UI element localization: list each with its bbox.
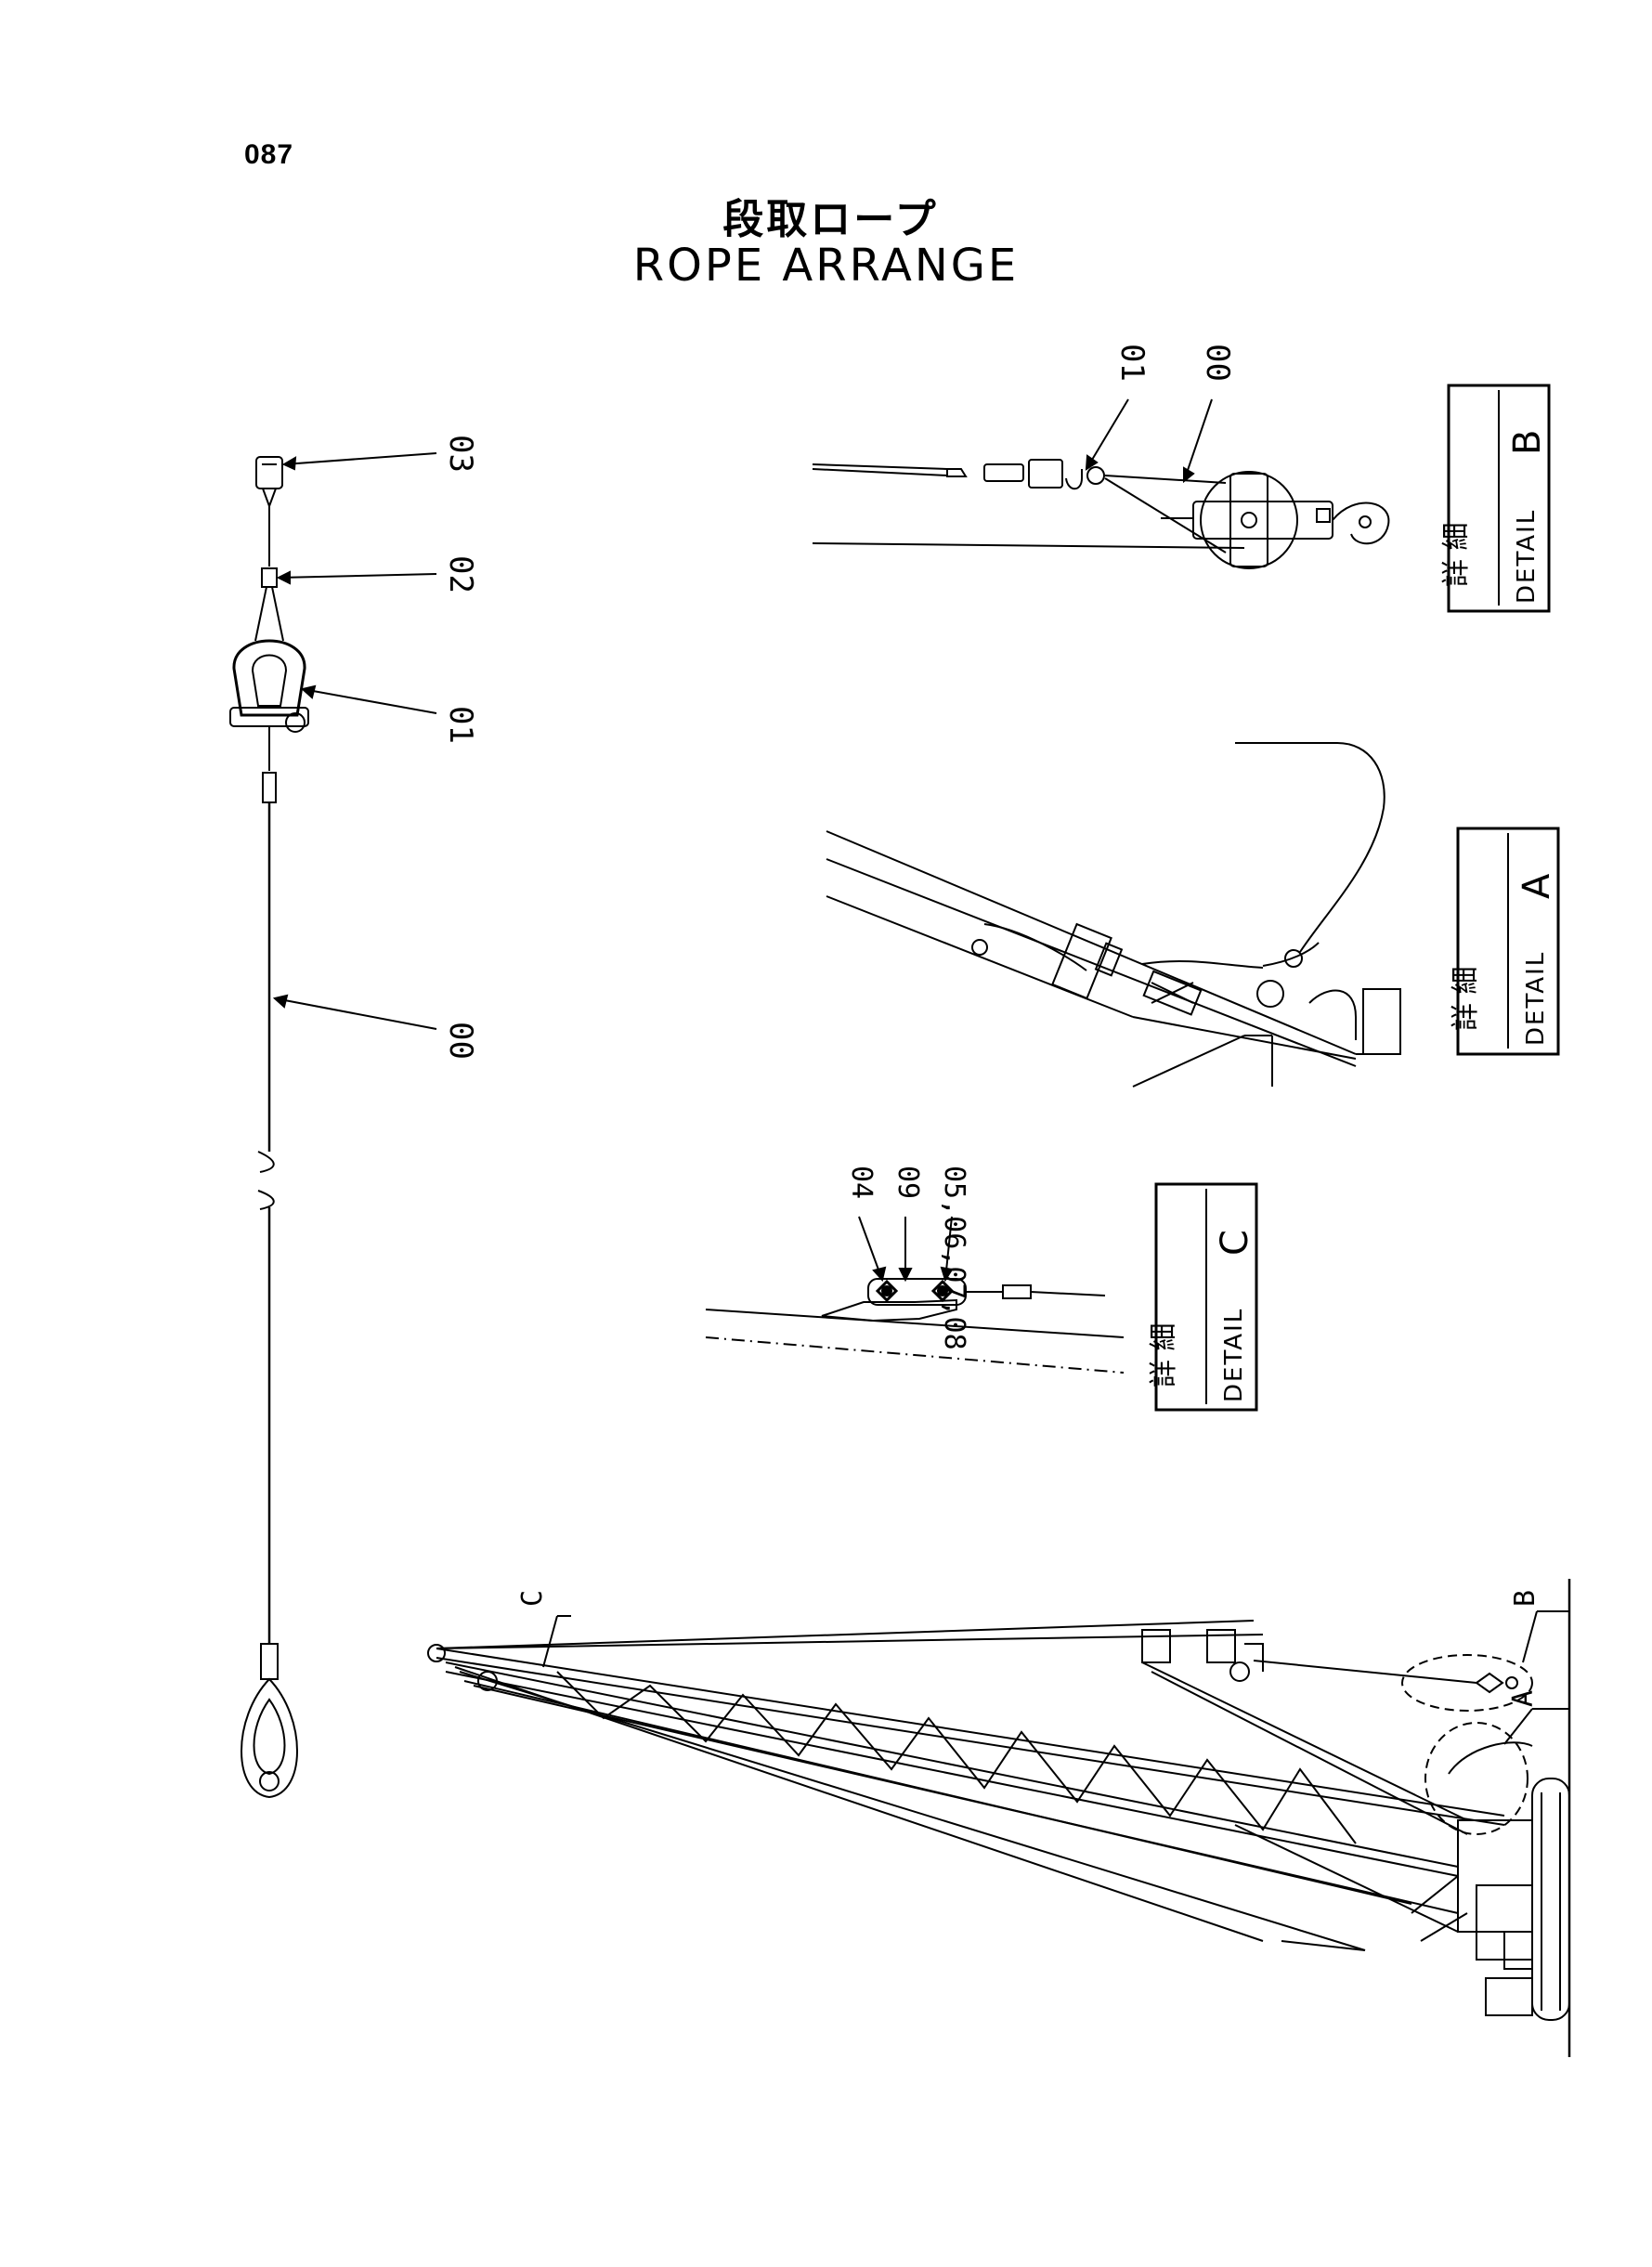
boom-tip-sheave-icon [427,1644,446,1662]
label-01: 01 [442,706,479,744]
crane-overview: C B A [427,1579,1571,2057]
detail-b-label-00: 00 [1199,344,1236,382]
detail-b-drawing: 01 00 [812,344,1390,569]
detail-c-drawing: 04 09 05,06,07,08 [705,1166,1125,1374]
page-number: 087 [244,139,294,170]
callout-c-label: C [516,1590,549,1607]
detail-a-letter: A [1515,873,1558,899]
lower-ferrule-icon [260,1643,279,1680]
detail-b-word: DETAIL [1513,509,1541,604]
crawler-carrier-icon [1411,1778,1570,2021]
detail-c-letter: C [1214,1230,1256,1256]
thimble-eye-icon [241,1677,298,1799]
detail-b-jp: 詳 細 [1440,522,1473,587]
detail-c-label-04: 04 [845,1166,878,1199]
ferrule-icon [261,567,278,588]
detail-b-letter: B [1506,430,1549,455]
rope-assembly: 03 02 01 00 [229,435,479,1799]
boom-lattice [556,1671,1357,1844]
label-02: 02 [442,555,479,593]
detail-c-label-09: 09 [891,1166,924,1199]
callout-a-circle [1424,1722,1528,1835]
label-03: 03 [442,435,479,473]
detail-c-jp: 詳 細 [1148,1322,1180,1388]
shackle-icon [229,639,309,771]
label-00: 00 [442,1022,479,1060]
clevis-fitting-icon [255,456,283,567]
detail-c-word: DETAIL [1220,1308,1248,1402]
detail-a-drawing [826,742,1401,1088]
detail-a-jp: 詳 細 [1450,966,1482,1031]
detail-a-box: 詳 細 DETAIL A [1450,827,1560,1056]
callout-b-circle [1401,1654,1533,1712]
detail-b-box: 詳 細 DETAIL B [1440,384,1551,613]
callout-b-label: B [1509,1590,1541,1607]
hook-block-icon [1161,471,1390,569]
detail-b-label-01: 01 [1113,344,1151,382]
page-title-english: ROPE ARRANGE [632,240,1020,292]
detail-c-box: 詳 細 DETAIL C [1148,1182,1258,1412]
detail-c-label-05-08: 05,06,07,08 [938,1166,970,1350]
page-title-japanese: 段取ロープ [722,196,939,243]
detail-a-word: DETAIL [1522,951,1550,1046]
callout-a-label: A [1507,1690,1540,1707]
